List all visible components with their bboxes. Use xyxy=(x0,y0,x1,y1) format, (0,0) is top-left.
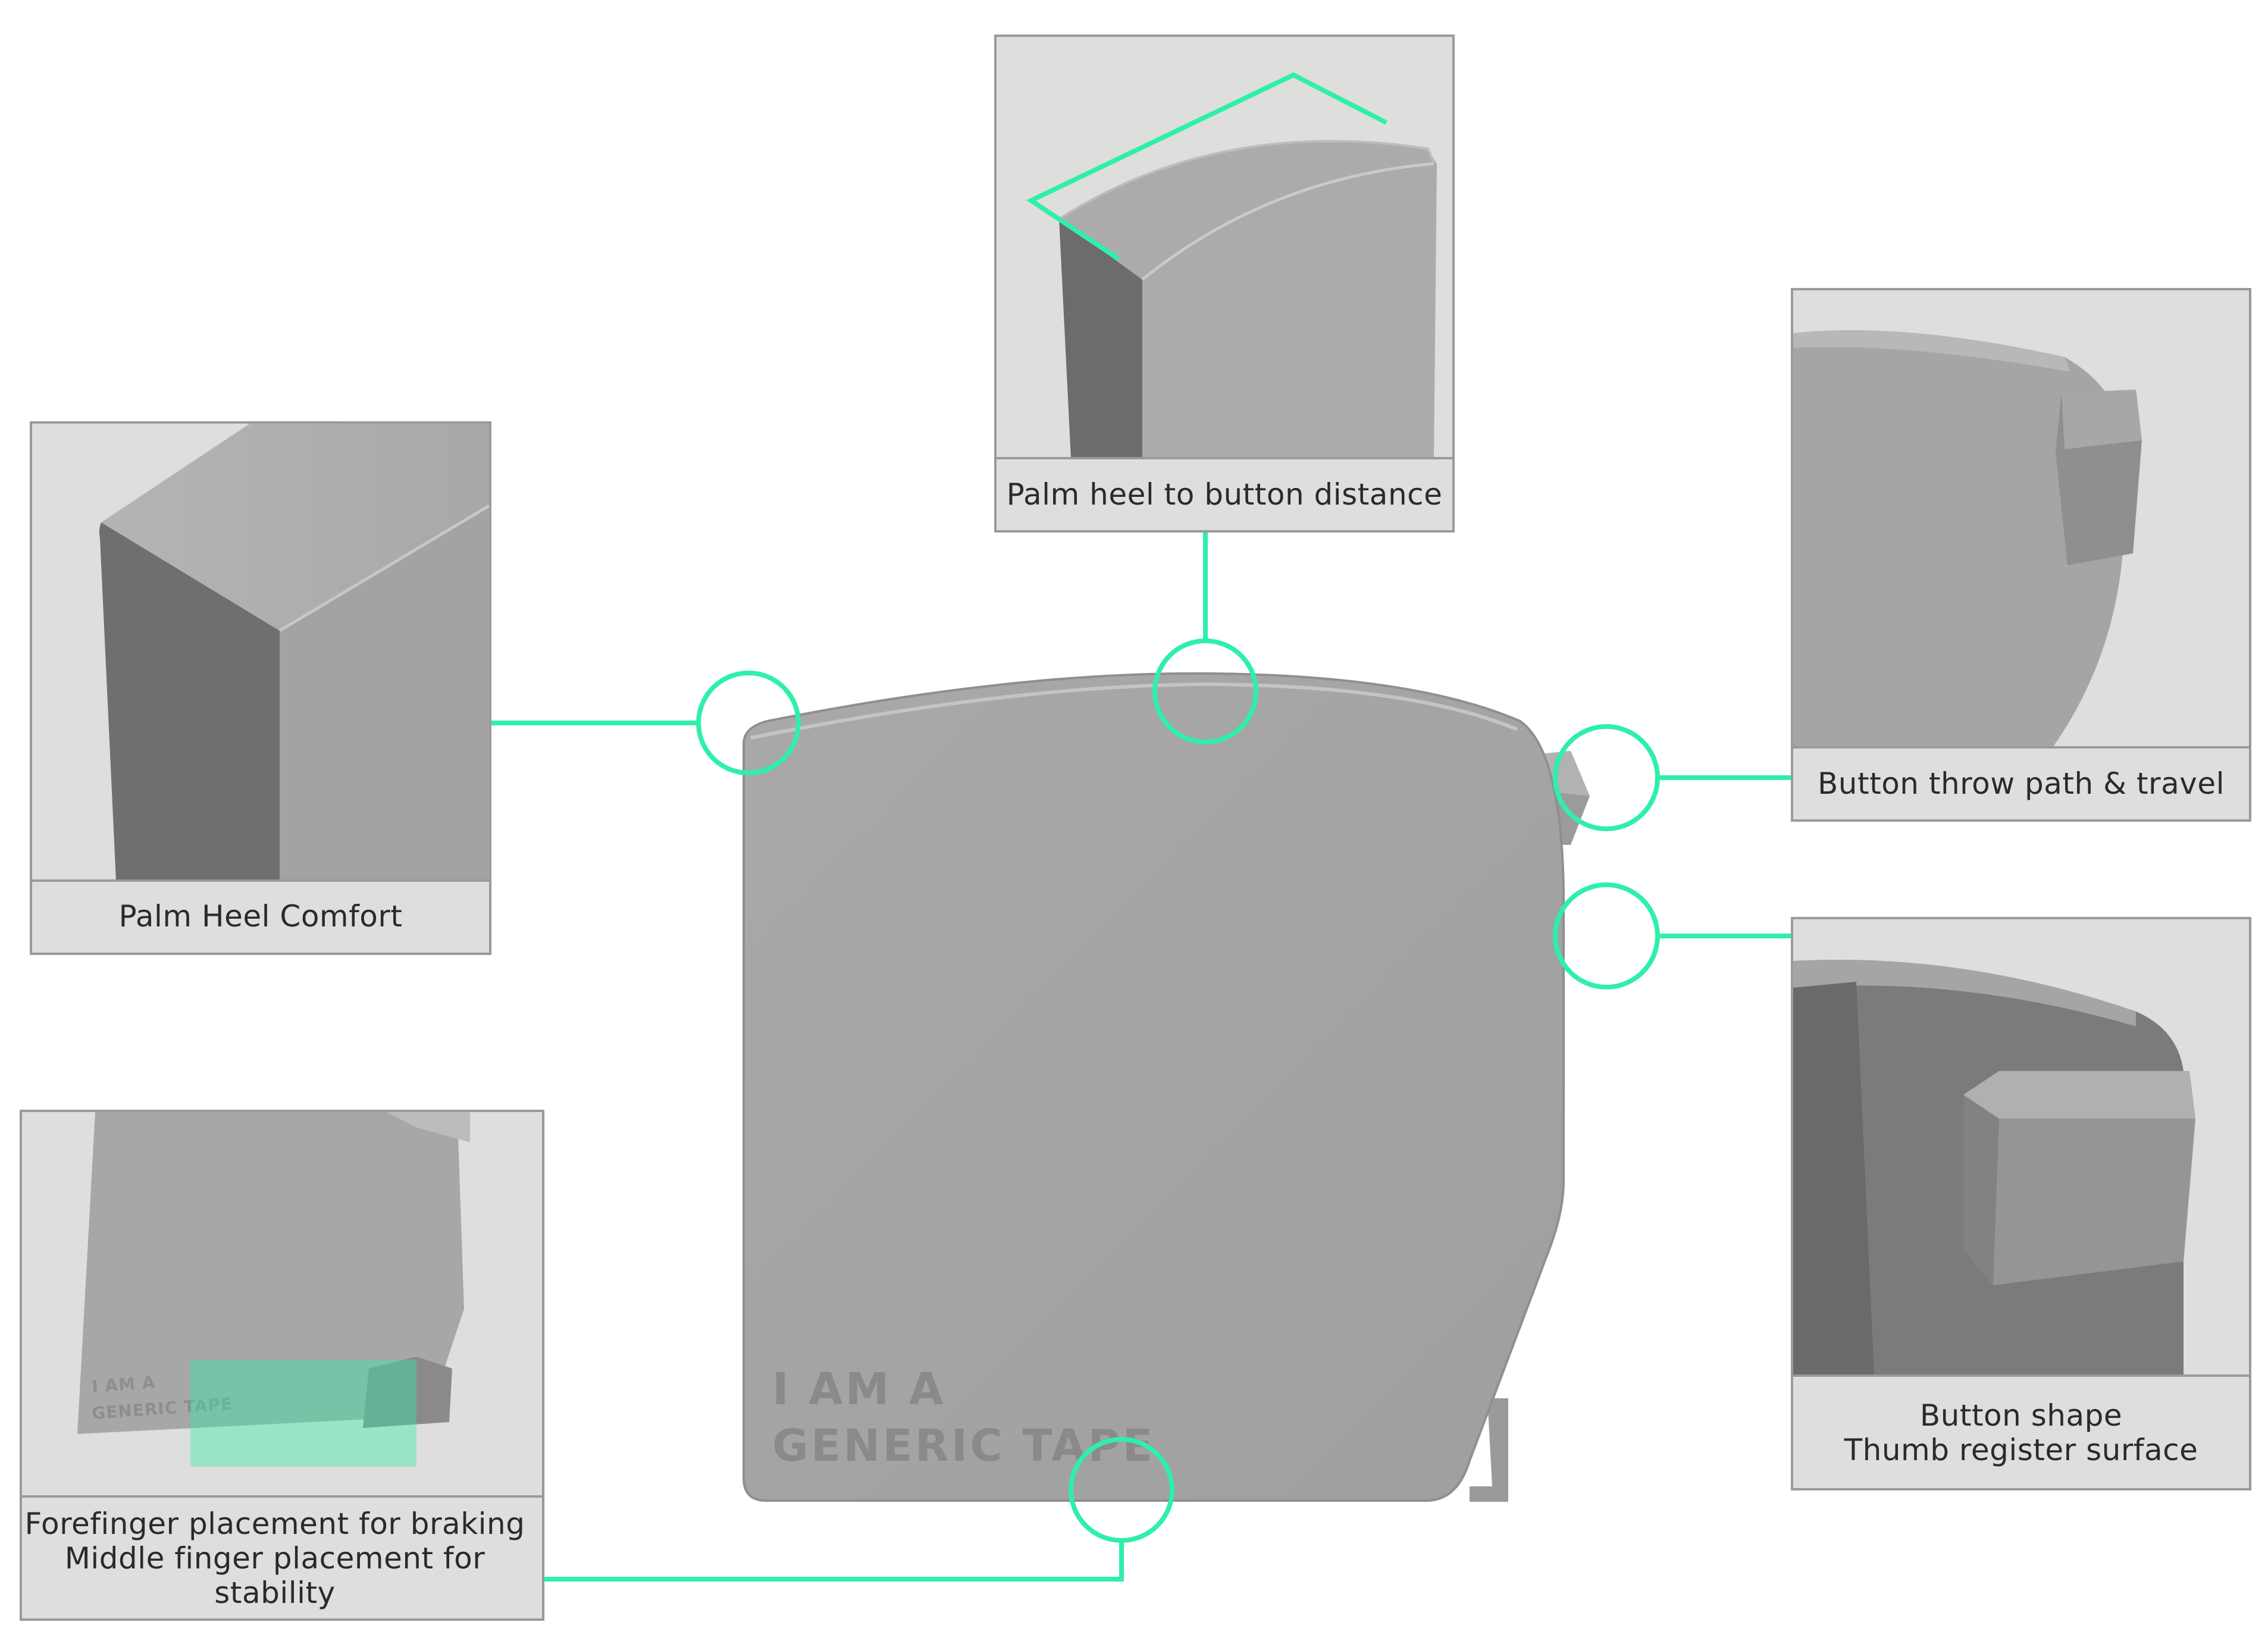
button-shape-button xyxy=(1963,1071,2195,1285)
caption-palm-heel-comfort: Palm Heel Comfort xyxy=(118,899,402,934)
tape-measure-device: I AM A GENERIC TAPE xyxy=(743,672,1590,1502)
caption-finger-placement-line-2: Middle finger placement for xyxy=(65,1541,485,1576)
callout-circle-button-throw xyxy=(1553,724,1660,831)
palm-to-button-measure-line xyxy=(1026,72,1387,261)
panel-palm-heel-to-button: Palm heel to button distance xyxy=(994,35,1455,533)
finger-placement-zone xyxy=(190,1360,416,1467)
caption-finger-placement-line-1: Forefinger placement for braking xyxy=(25,1507,525,1541)
connector-finger-placement xyxy=(543,1540,1124,1582)
callout-circles xyxy=(696,638,1660,1543)
caption-palm-heel-to-button: Palm heel to button distance xyxy=(1007,477,1443,512)
callout-circle-palm-heel xyxy=(696,671,801,775)
finger-panel-emboss-line-1: I AM A xyxy=(91,1373,156,1396)
caption-finger-placement-line-3: stability xyxy=(214,1576,335,1610)
device-body xyxy=(743,672,1565,1502)
panel-button-throw: Button throw path & travel xyxy=(1791,288,2251,822)
caption-button-shape-line-1: Button shape xyxy=(1920,1398,2122,1433)
caption-button-throw: Button throw path & travel xyxy=(1818,766,2225,801)
caption-button-shape-line-2: Thumb register surface xyxy=(1844,1433,2198,1467)
tape-hook xyxy=(1470,1398,1508,1502)
callout-circle-bottom xyxy=(1069,1437,1174,1543)
emboss-line-1: I AM A xyxy=(772,1364,945,1415)
callout-circle-button-shape xyxy=(1553,882,1660,989)
panel-button-shape: Button shape Thumb register surface xyxy=(1791,917,2251,1490)
panel-finger-placement: I AM A GENERIC TAPE Forefinger placement… xyxy=(20,1110,544,1621)
emboss-line-2: GENERIC TAPE xyxy=(772,1420,1155,1471)
connector-lines xyxy=(490,531,1792,1582)
panel-palm-heel-comfort: Palm Heel Comfort xyxy=(30,421,491,955)
callout-circle-top xyxy=(1152,638,1258,744)
